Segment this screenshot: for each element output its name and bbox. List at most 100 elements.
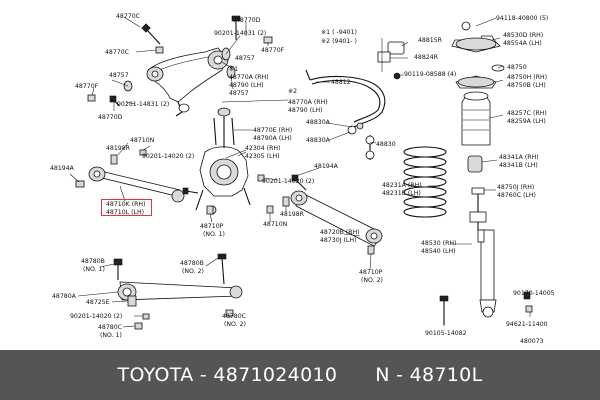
label-48725e: 48725E (86, 299, 110, 306)
label-48710p-a: 48710P (200, 223, 224, 230)
label-48830a-b: 48830A (306, 137, 331, 144)
nut-48725e (127, 295, 137, 307)
bolt-48710n-top (182, 187, 199, 195)
label-48750: 48750 (507, 64, 527, 71)
label-48780c-left: 48780C (98, 324, 122, 331)
label-48770c-2: 48770C (105, 49, 129, 56)
label-48780b-mid-no: (NO. 2) (182, 268, 204, 275)
bolt-48780b-mid (217, 253, 227, 285)
label-48341b: 48341B (LH) (499, 162, 538, 169)
nut-48770c-2 (155, 46, 164, 54)
nut-48780c-mid (225, 309, 234, 317)
bolt-48770c-top (141, 23, 161, 45)
label-90201-14020-c: 90201-14020 (2) (70, 313, 122, 320)
label-48780b-left-no: (NO. 1) (83, 266, 105, 273)
label-48231a: 48231A (RH) (382, 182, 422, 189)
label-48259a: 48259A (LH) (507, 118, 546, 125)
label-48710n-b: 48710N (263, 221, 288, 228)
label-48194a-mid: 48194A (314, 163, 339, 170)
label-48780b-left: 48780B (81, 258, 105, 265)
label-48780c-mid-no: (NO. 2) (224, 321, 246, 328)
label-48198r-b: 48198R (280, 211, 305, 218)
label-42305: 42305 (LH) (245, 153, 280, 160)
upper-control-arm (146, 47, 229, 117)
label-date-range-1: ※1 ( -9401) (321, 29, 357, 36)
label-star2: ※2 (288, 88, 297, 95)
label-94118-40800: 94118-40800 (5) (496, 15, 548, 22)
bushing-48198r-b (282, 196, 290, 207)
nut-48780c-left (134, 322, 143, 330)
bolt-90105 (439, 295, 449, 325)
label-48730j: 48730J (LH) (320, 237, 356, 244)
bolt-48194a-left (75, 180, 85, 188)
leader-lines (69, 16, 531, 328)
label-480073: 480073 (520, 338, 544, 345)
stabilizer-link (347, 122, 375, 160)
label-48194a-left: 48194A (50, 165, 75, 172)
label-90119-08588: 90119-08588 (4) (404, 71, 456, 78)
label-48815r: 48815R (418, 37, 443, 44)
label-48710n-top: 48710N (130, 137, 155, 144)
part-number-footer: TOYOTA - 4871024010 N - 48710L (0, 350, 600, 400)
label-48760c: 48760C (LH) (497, 192, 536, 199)
label-48830a: 48830A (306, 119, 331, 126)
label-90170-14005: 90170-14005 (513, 290, 555, 297)
label-48780a: 48780A (52, 293, 77, 300)
bolt-48770d-left (109, 95, 120, 107)
label-date-range-2: ※2 (9401- ) (321, 38, 357, 45)
label-48710l: 48710L (LH) (106, 209, 144, 216)
label-90201-14031: 90201-14031 (2) (214, 30, 266, 37)
label-48231b: 48231B (LH) (382, 190, 421, 197)
label-48770e: 48770E (RH) (253, 127, 292, 134)
callout-labels: 48770C 48770C 48770D 48770F 90201-14031 … (50, 13, 555, 345)
label-48710p-b-no: (NO. 2) (361, 277, 383, 284)
label-48770d-left: 48770D (98, 114, 123, 121)
strut-rod-48710 (88, 166, 185, 203)
label-48780c-left-no: (NO. 1) (100, 332, 122, 339)
label-48757-a: 48757 (235, 55, 255, 62)
label-star1-a: ※1 (229, 66, 238, 73)
stabilizer-bar (305, 38, 405, 131)
label-48812: 48812 (331, 79, 351, 86)
label-48710p-b: 48710P (359, 269, 383, 276)
label-48530: 48530 (RH) (421, 240, 456, 247)
label-48780c-mid: 48780C (222, 313, 246, 320)
label-48790-2: 48790 (LH) (288, 107, 323, 114)
label-48790: 48790 (LH) (229, 82, 264, 89)
label-48720b: 48720B (RH) (320, 229, 360, 236)
upper-support-assembly (451, 21, 505, 89)
label-42304: 42304 (RH) (245, 145, 280, 152)
bolt-48194a-mid (291, 174, 307, 191)
label-48554a: 48554A (LH) (503, 40, 542, 47)
label-48824r: 48824R (414, 54, 439, 61)
part-highlight-box (101, 199, 152, 216)
dust-boot (461, 91, 491, 146)
bump-stopper (467, 155, 483, 173)
bushing-48198r-a (110, 154, 118, 165)
label-48770f-right: 48770F (261, 47, 285, 54)
coil-spring (403, 146, 447, 218)
label-48770c-1: 48770C (116, 13, 140, 20)
bolt-90170 (523, 291, 531, 300)
bolt-48710p-b (367, 245, 375, 255)
bolt-48710p-a (206, 205, 214, 215)
label-90201-14020-a: 90201-14020 (2) (142, 153, 194, 160)
label-48750h: 48750H (RH) (507, 74, 547, 81)
label-48257c: 48257C (RH) (507, 110, 547, 117)
label-48780b-mid: 48780B (180, 260, 204, 267)
nut-90201-c (142, 313, 150, 320)
label-48770f-left: 48770F (75, 83, 99, 90)
label-90105-14082: 90105-14082 (425, 330, 467, 337)
label-48750j: 48750J (RH) (497, 184, 534, 191)
footer-part-number-text: TOYOTA - 4871024010 N - 48710L (117, 364, 483, 386)
label-90201-14831: 90201-14831 (2) (117, 101, 169, 108)
bolt-48780b-left (113, 258, 123, 280)
nut-48710n-b (266, 205, 274, 214)
label-48710p-a-no: (NO. 1) (203, 231, 225, 238)
label-48770a: 48770A (RH) (229, 74, 269, 81)
label-48530d: 48530D (RH) (503, 32, 543, 39)
label-48757-b-top: 48757 (229, 90, 249, 97)
nut-48770f-left (87, 94, 96, 102)
label-48790a: 48790A (LH) (253, 135, 292, 142)
